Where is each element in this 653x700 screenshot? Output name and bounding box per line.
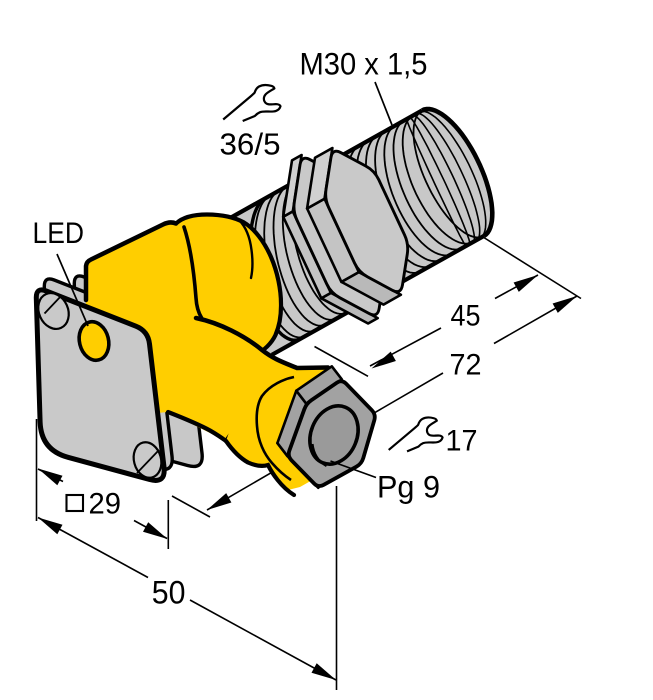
svg-text:45: 45 bbox=[451, 300, 481, 333]
svg-text:50: 50 bbox=[152, 575, 186, 611]
svg-text:17: 17 bbox=[446, 425, 478, 458]
svg-text:LED: LED bbox=[33, 217, 85, 250]
svg-text:72: 72 bbox=[450, 349, 482, 382]
svg-text:M30 x 1,5: M30 x 1,5 bbox=[300, 46, 428, 82]
svg-text:29: 29 bbox=[89, 488, 122, 521]
svg-text:36/5: 36/5 bbox=[220, 127, 281, 162]
svg-text:Pg 9: Pg 9 bbox=[377, 469, 440, 505]
